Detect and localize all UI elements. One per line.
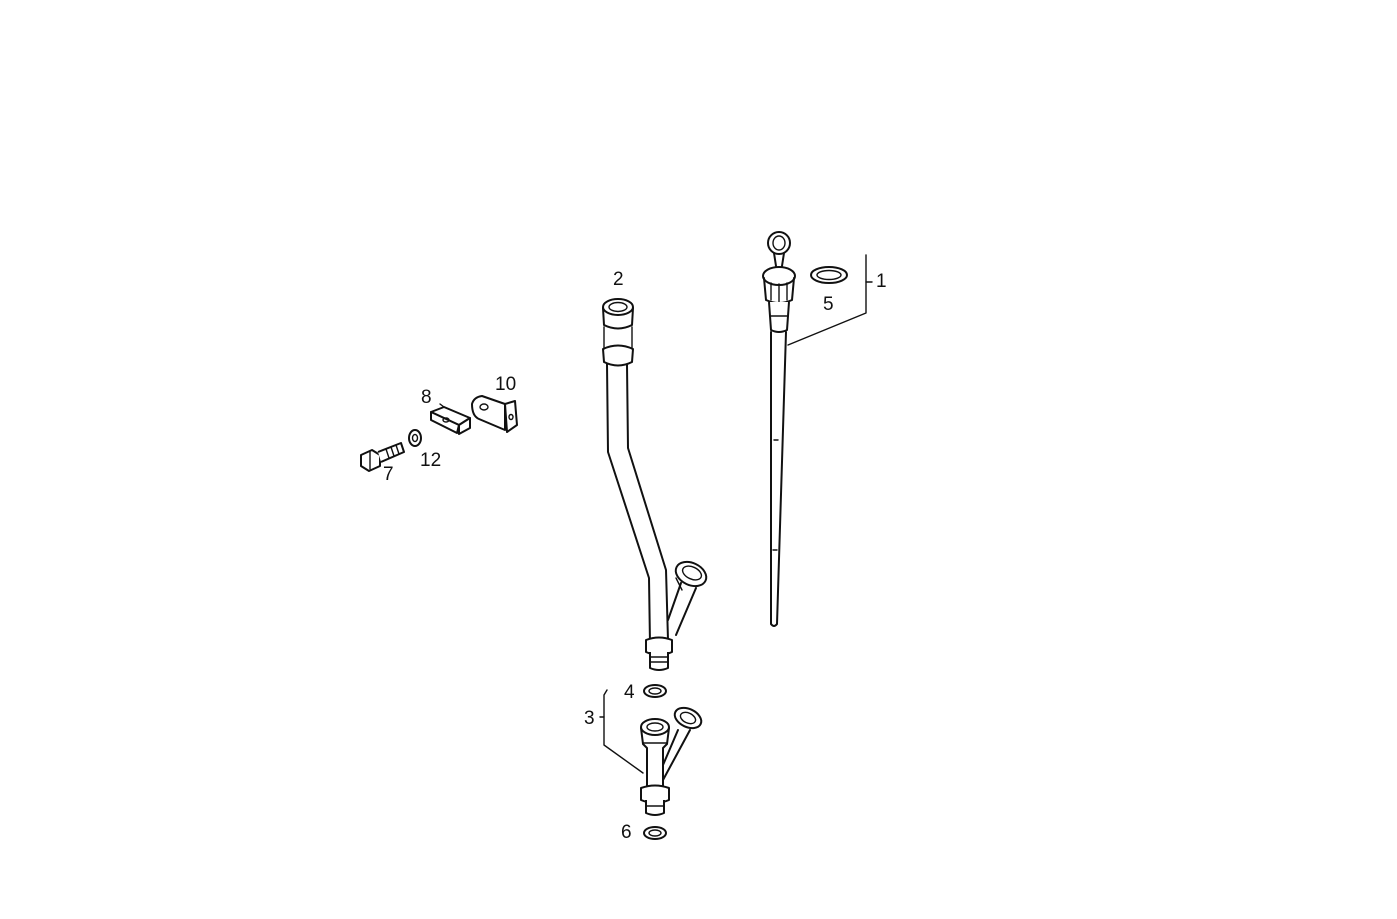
part-1-bracket xyxy=(787,254,867,346)
label-part-1: 1 xyxy=(876,271,887,292)
part-7-bolt xyxy=(360,442,405,472)
part-10-bracket xyxy=(471,395,518,433)
part-4-washer xyxy=(643,684,667,698)
label-part-2: 2 xyxy=(613,269,624,290)
part-12-washer xyxy=(408,429,422,447)
label-part-12: 12 xyxy=(420,450,441,471)
label-part-5: 5 xyxy=(823,294,834,315)
part-5-o-ring xyxy=(810,266,848,284)
label-part-7: 7 xyxy=(383,464,394,485)
part-3-lower-fitting xyxy=(640,706,703,816)
part-2-guide-tube xyxy=(602,298,708,671)
part-1-dipstick xyxy=(762,231,796,627)
part-3-bracket xyxy=(603,689,644,774)
label-part-4: 4 xyxy=(624,682,635,703)
label-part-3: 3 xyxy=(584,708,595,729)
part-8-clip xyxy=(430,403,471,435)
label-part-8: 8 xyxy=(421,387,432,408)
part-6-washer xyxy=(643,826,667,840)
label-part-6: 6 xyxy=(621,822,632,843)
label-part-10: 10 xyxy=(495,374,516,395)
